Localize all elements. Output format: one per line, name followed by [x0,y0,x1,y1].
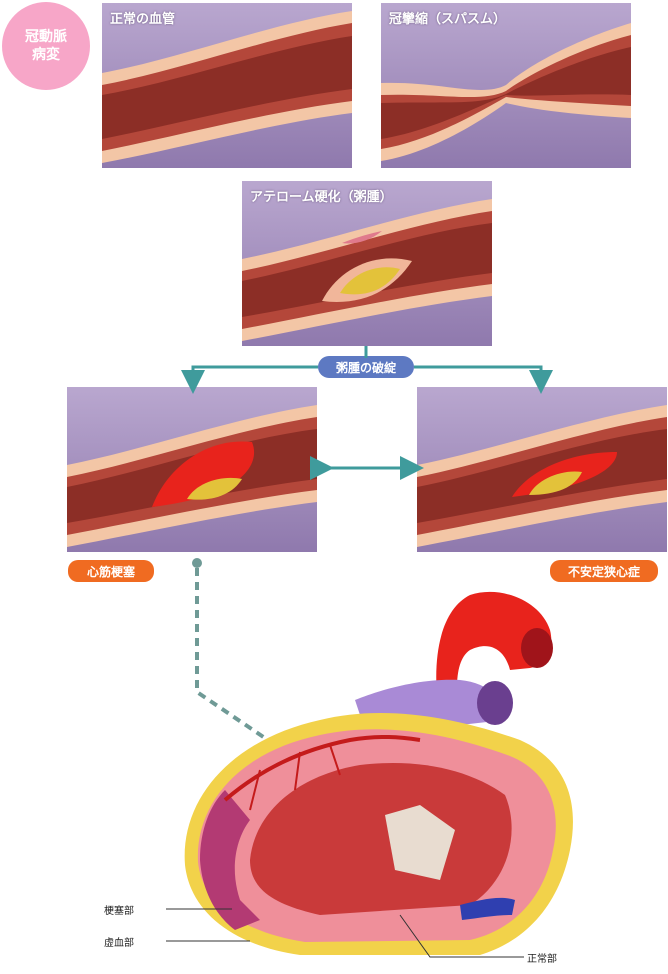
panel-normal-vessel: 正常の血管 [102,3,352,168]
angina-vessel-illustration [417,405,667,547]
panel-atheroma-title: アテローム硬化（粥腫） [250,190,393,205]
spasm-vessel-illustration [381,23,631,161]
dashed-pointer [195,568,292,757]
infarction-label: 心筋梗塞 [68,560,154,582]
atheroma-vessel-illustration [242,199,492,341]
label-infarct: 梗塞部 [104,906,134,917]
angina-label: 不安定狭心症 [550,560,658,582]
topic-badge: 冠動脈 病変 [2,2,90,90]
arrow-to-infarction [181,365,318,394]
rupture-label: 粥腫の破綻 [318,356,414,378]
dashed-pointer-dot [192,558,202,568]
leader-normal [399,914,524,958]
panel-normal-title: 正常の血管 [110,12,176,27]
infarction-vessel-illustration [67,405,317,547]
label-ischemia: 虚血部 [104,938,134,949]
badge-line-1: 冠動脈 [25,29,67,45]
panel-spasm-title: 冠攣縮（スパスム） [389,12,507,27]
arrow-to-angina [414,365,553,394]
panel-angina-vessel [417,387,667,552]
panel-atheroma: アテローム硬化（粥腫） [242,181,492,346]
panel-spasm: 冠攣縮（スパスム） [381,3,631,168]
normal-vessel-illustration [102,11,352,163]
panel-infarction-vessel [67,387,317,552]
badge-line-2: 病変 [32,47,60,63]
label-normal: 正常部 [527,954,557,965]
